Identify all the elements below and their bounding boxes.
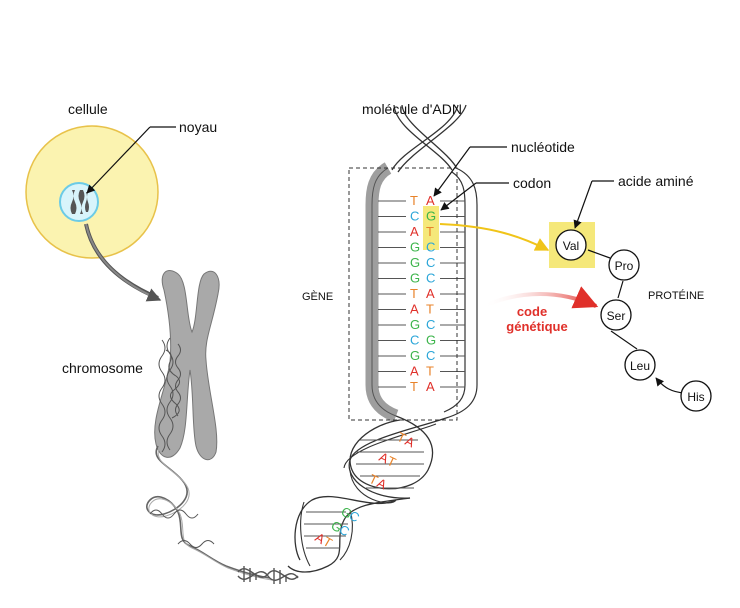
gene-base-left-12: T — [410, 379, 418, 394]
gene-base-left-10: G — [410, 348, 420, 363]
base-pair-rungs — [378, 200, 465, 388]
chromosome-body — [154, 270, 220, 461]
amino-acid-val-label: Val — [563, 239, 579, 253]
chromosome: chromosome — [62, 270, 220, 461]
his-arrow — [655, 377, 685, 394]
gene-box — [348, 167, 458, 421]
gene-base-right-12: A — [426, 379, 435, 394]
amino-acid-his-label: His — [687, 390, 704, 404]
gene-base-left-1: C — [410, 209, 419, 224]
gene-base-right-2: T — [426, 224, 434, 239]
bottom-helix-letters: G C G C A T — [313, 504, 363, 551]
gene-base-left-9: C — [410, 333, 419, 348]
amino-acid-pro-label: Pro — [615, 259, 634, 273]
dna-molecule-label: molécule d'ADN — [362, 101, 462, 117]
nucleotide-label: nucléotide — [511, 139, 575, 155]
gene-base-left-8: G — [410, 317, 420, 332]
amino-acid-label: acide aminé — [618, 173, 694, 189]
gene-base-left-3: G — [410, 240, 420, 255]
gene-base-right-8: C — [426, 317, 435, 332]
gene-base-right-6: A — [426, 286, 435, 301]
dna-thread — [146, 445, 271, 579]
gene-base-right-7: T — [426, 302, 434, 317]
nucleus-pointer-arrow — [86, 126, 151, 194]
chromosome-coils — [158, 337, 181, 453]
amino-acid-leu-label: Leu — [630, 359, 650, 373]
small-helix — [237, 566, 299, 584]
amino-acid-pro — [608, 249, 640, 281]
amino-acid-ser — [600, 299, 632, 331]
gene-base-right-5: C — [426, 271, 435, 286]
gene-base-right-11: T — [426, 364, 434, 379]
codon-highlight — [423, 206, 439, 250]
gene-base-left-7: A — [410, 302, 419, 317]
dna-thread-2 — [148, 445, 273, 581]
protein-chain: Val Pro Ser Leu His acide aminé PROTÉINE — [549, 173, 712, 412]
cell: cellule noyau — [25, 101, 217, 259]
genetic-code-label-1: code — [517, 304, 547, 319]
lower-helix-letters: T A A T T A — [367, 429, 417, 492]
left-strand-outline — [371, 167, 397, 417]
cell-to-chromosome-arrow — [85, 223, 162, 302]
nucleus — [59, 182, 99, 222]
nucleotide-pointer-arrow — [433, 146, 471, 197]
gene-base-left-5: G — [410, 271, 420, 286]
amino-pointer-arrow — [573, 180, 593, 229]
bottom-helix-rungs — [304, 511, 348, 549]
peptide-bonds — [587, 249, 638, 350]
dna-thread-coils — [149, 509, 215, 548]
gene-base-left-0: T — [410, 193, 418, 208]
codon-label: codon — [513, 175, 551, 191]
gene-base-right-4: C — [426, 255, 435, 270]
amino-acid-his — [680, 380, 712, 412]
nucleus-label: noyau — [179, 119, 217, 135]
gene-base-right-1: G — [426, 209, 436, 224]
gene-base-right-0: A — [426, 193, 435, 208]
gene-label: GÈNE — [302, 290, 333, 303]
gene-base-right-3: C — [426, 240, 435, 255]
dna-helix: molécule d'ADN — [287, 101, 478, 573]
chromosome-label: chromosome — [62, 360, 143, 376]
nucleus-chromosomes-icon — [70, 190, 89, 214]
left-strand — [365, 162, 399, 423]
gene-base-left-6: T — [410, 286, 418, 301]
gene-base-left-4: G — [410, 255, 420, 270]
gene-base-right-10: C — [426, 348, 435, 363]
protein-label: PROTÉINE — [648, 289, 704, 302]
amino-acid-ser-label: Ser — [607, 309, 626, 323]
genetic-code-arrow — [483, 286, 599, 309]
gene-base-left-11: A — [410, 364, 419, 379]
gene-base-left-2: A — [410, 224, 419, 239]
amino-acid-leu — [624, 349, 656, 381]
codon-to-amino-arrow — [439, 223, 550, 251]
lower-helix-rungs — [356, 439, 424, 489]
codon-pointer-arrow — [440, 182, 477, 211]
cell-label: cellule — [68, 101, 108, 117]
amino-acid-val — [555, 229, 587, 261]
gene-base-right-9: G — [426, 333, 436, 348]
right-strand — [443, 163, 476, 422]
genetic-code-label-2: génétique — [506, 319, 567, 334]
